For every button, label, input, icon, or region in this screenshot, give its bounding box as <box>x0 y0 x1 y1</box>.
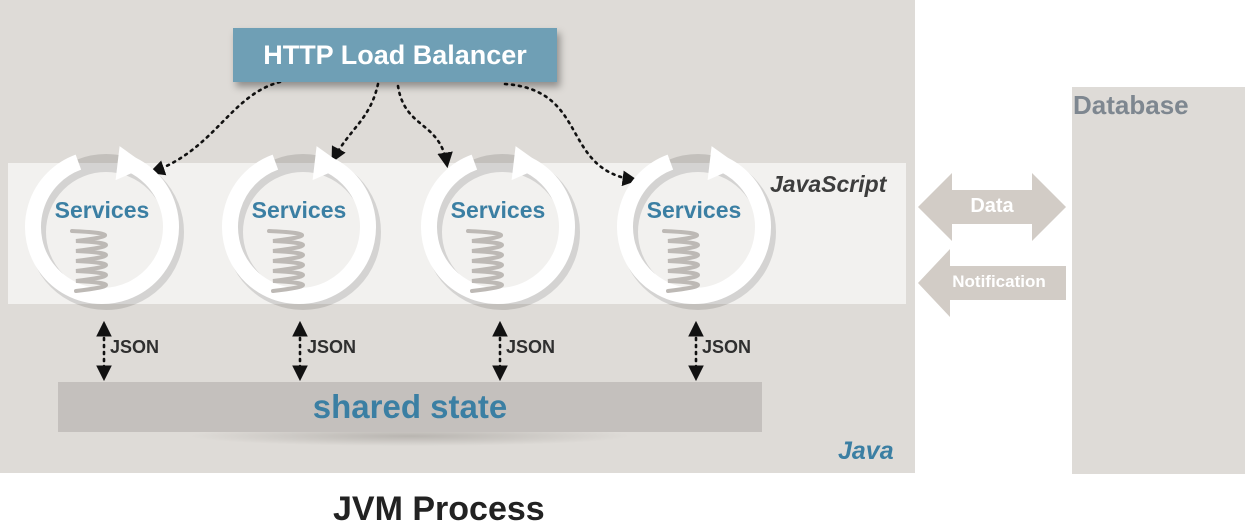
route-to-service-4 <box>503 82 639 187</box>
json-label-4: JSON <box>702 337 752 357</box>
http-load-balancer: HTTP Load Balancer <box>233 28 557 82</box>
service-loop-1 <box>25 146 184 310</box>
java-label: Java <box>838 437 894 465</box>
service-loop-4 <box>617 146 776 310</box>
service-label-1: Services <box>54 197 150 223</box>
service-loop-2 <box>222 146 381 310</box>
json-connectors <box>96 320 704 382</box>
service-label-3: Services <box>450 197 546 223</box>
shared-state-bar: shared state <box>58 382 762 432</box>
data-arrow-icon <box>918 173 1066 241</box>
database-panel <box>1072 87 1245 474</box>
route-to-service-2 <box>331 82 380 163</box>
notification-arrow-label: Notification <box>952 272 1046 291</box>
service-label-2: Services <box>251 197 347 223</box>
route-to-service-3 <box>396 84 453 169</box>
json-label-3: JSON <box>506 337 556 357</box>
database-label: Database <box>1073 90 1189 120</box>
json-label-1: JSON <box>110 337 160 357</box>
route-to-service-1 <box>149 80 282 176</box>
jvm-process-label: JVM Process <box>333 490 545 528</box>
load-balancer-routes <box>149 80 639 187</box>
service-loop-3 <box>421 146 580 310</box>
data-arrow-label: Data <box>970 195 1014 217</box>
json-label-2: JSON <box>307 337 357 357</box>
javascript-label: JavaScript <box>770 171 887 197</box>
notification-arrow-icon <box>918 249 1066 317</box>
service-label-4: Services <box>646 197 742 223</box>
